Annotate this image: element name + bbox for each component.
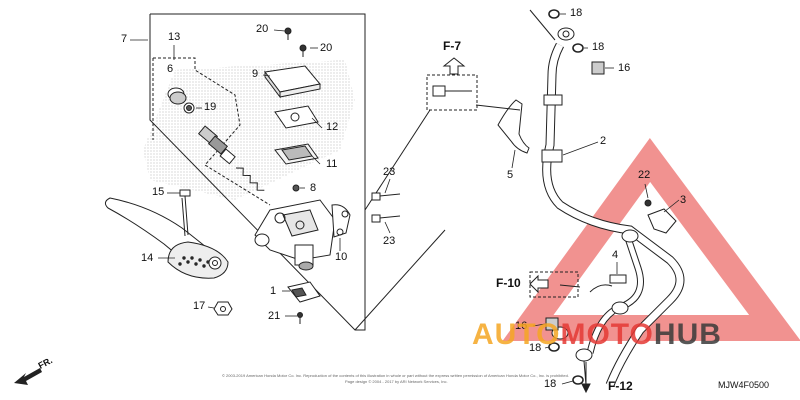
- callout-9: 9: [252, 68, 259, 80]
- f7-arrow: [442, 57, 466, 75]
- bolts-23: [371, 192, 401, 223]
- bracket-5: [497, 99, 530, 154]
- brake-lever: [104, 197, 229, 279]
- shading-area: [143, 60, 355, 200]
- watermark-moto: MOTO: [560, 318, 654, 351]
- washers-18: [548, 9, 584, 385]
- f10-arrow: [529, 274, 549, 294]
- watermark-triangle: [502, 138, 800, 341]
- callout-21: 21: [268, 310, 281, 322]
- callout-12: 12: [326, 121, 339, 133]
- callout-13: 13: [168, 31, 181, 43]
- callout-23a: 23: [383, 166, 396, 178]
- front-direction-arrow: [14, 368, 42, 385]
- joint-3: [647, 208, 677, 234]
- brake-switch: [287, 281, 321, 303]
- callout-2: 2: [600, 135, 607, 147]
- ref-f12[interactable]: F-12: [608, 379, 633, 393]
- callout-20a: 20: [256, 23, 269, 35]
- callout-6: 6: [167, 63, 174, 75]
- watermark-hub: HUB: [653, 318, 722, 351]
- callout-16b: 16: [515, 320, 528, 332]
- callout-3: 3: [680, 194, 687, 206]
- callout-18c: 18: [529, 342, 542, 354]
- assembly-outline-7: [149, 13, 366, 331]
- callout-18d: 18: [544, 378, 557, 390]
- callout-22: 22: [638, 169, 651, 181]
- screws-20: [284, 27, 307, 57]
- ref-f10[interactable]: F-10: [496, 276, 521, 290]
- diagram-code: MJW4F0500: [718, 380, 770, 390]
- holder: [331, 204, 351, 238]
- spring: [235, 167, 265, 191]
- callout-7: 7: [121, 33, 128, 45]
- ref-f7[interactable]: F-7: [443, 39, 461, 53]
- callout-1: 1: [270, 285, 277, 297]
- assembly-outline-13: [153, 57, 271, 206]
- copyright-line-1: © 2003-2019 American Honda Motor Co. Inc…: [222, 373, 569, 378]
- callout-18b: 18: [592, 41, 605, 53]
- callout-4: 4: [612, 249, 619, 261]
- plate: [274, 105, 319, 129]
- watermark-logo: AUTOMOTOHUB: [472, 320, 722, 354]
- callout-23b: 23: [383, 235, 396, 247]
- callout-8: 8: [310, 182, 317, 194]
- callout-15: 15: [152, 186, 165, 198]
- f7-box: [426, 74, 478, 111]
- callout-18a: 18: [570, 7, 583, 19]
- watermark-auto: AUTO: [472, 318, 561, 351]
- callout-11: 11: [326, 158, 338, 170]
- callout-20b: 20: [320, 42, 333, 54]
- callout-16a: 16: [618, 62, 631, 74]
- copyright-line-2: Page design © 2004 - 2017 by ARI Network…: [345, 379, 448, 384]
- pivot-bolt: [179, 189, 191, 237]
- pivot-nut: [213, 301, 233, 316]
- brake-hose: [529, 9, 685, 387]
- callout-10: 10: [335, 251, 348, 263]
- callout-17: 17: [193, 300, 206, 312]
- callout-14: 14: [141, 252, 154, 264]
- master-cylinder: [254, 199, 336, 271]
- f10-box: [529, 271, 579, 298]
- callout-19: 19: [204, 101, 217, 113]
- f7-bolt: [432, 85, 472, 97]
- callout-5: 5: [507, 169, 514, 181]
